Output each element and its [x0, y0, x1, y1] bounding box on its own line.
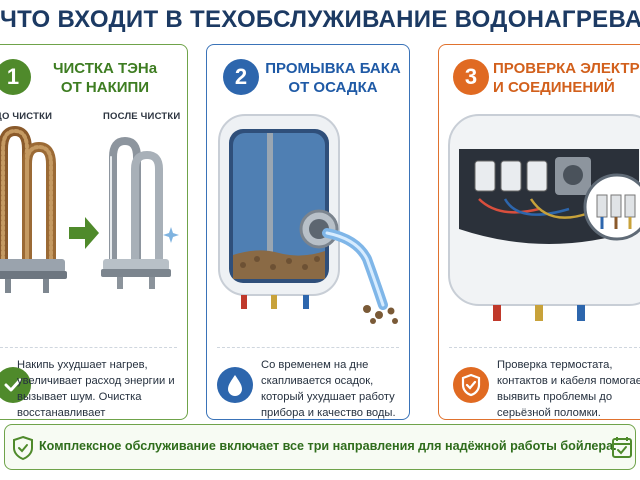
card-electrical-check: 3 ПРОВЕРКА ЭЛЕКТРИКИ И СОЕДИНЕНИЙ — [438, 44, 640, 420]
before-label: ДО ЧИСТКИ — [0, 111, 53, 122]
step-number: 1 — [0, 59, 31, 95]
sparkle-icon — [163, 227, 179, 243]
sediment — [233, 250, 325, 279]
shield-check-icon — [13, 435, 33, 461]
clean-flange — [103, 259, 169, 271]
page-title: ЧТО ВХОДИТ В ТЕХОБСЛУЖИВАНИЕ ВОДОНАГРЕВА… — [0, 6, 640, 33]
card-description: Проверка термостата, контактов и кабеля … — [497, 359, 640, 419]
card-header: 3 ПРОВЕРКА ЭЛЕКТРИКИ И СОЕДИНЕНИЙ — [439, 45, 640, 109]
cold-pipe — [303, 295, 309, 309]
arrow-icon — [69, 217, 99, 249]
card-footer: Со временем на дне скапливается осадок, … — [207, 353, 409, 419]
electrics-svg — [448, 114, 640, 321]
card-tank-flushing: 2 ПРОМЫВКА БАКА ОТ ОСАДКА Со временем на… — [206, 44, 410, 420]
card-heating-element-cleaning: 1 ЧИСТКА ТЭНа ОТ НАКИПИ ДО ЧИСТКИ ПОСЛЕ … — [0, 44, 188, 420]
hot-pipe — [241, 295, 247, 309]
summary-banner: Комплексное обслуживание включает все тр… — [4, 424, 636, 470]
card-footer: Проверка термостата, контактов и кабеля … — [439, 353, 640, 419]
water-drop-icon — [217, 367, 253, 403]
anode-rod — [267, 133, 273, 253]
calendar-check-icon — [612, 437, 632, 458]
shield-check-icon — [453, 367, 489, 403]
card-footer: Накипь ухудшает нагрев, увеличивает расх… — [0, 353, 187, 419]
clean-element — [109, 136, 163, 263]
card-title: ПРОВЕРКА ЭЛЕКТРИКИ И СОЕДИНЕНИЙ — [493, 60, 640, 96]
check-icon — [0, 367, 31, 403]
heating-elements-svg — [0, 125, 179, 293]
heater-element-illustration: ДО ЧИСТКИ ПОСЛЕ ЧИСТКИ — [0, 109, 187, 339]
step-number: 3 — [453, 59, 489, 95]
card-title: ПРОМЫВКА БАКА ОТ ОСАДКА — [265, 60, 401, 96]
dirty-element — [0, 125, 56, 264]
card-header: 2 ПРОМЫВКА БАКА ОТ ОСАДКА — [207, 45, 409, 109]
card-header: 1 ЧИСТКА ТЭНа ОТ НАКИПИ — [0, 45, 187, 109]
electrical-illustration — [439, 109, 640, 339]
tank-svg — [218, 114, 398, 324]
card-description: Накипь ухудшает нагрев, увеличивает расх… — [17, 359, 175, 419]
card-description: Со временем на дне скапливается осадок, … — [261, 359, 396, 419]
after-label: ПОСЛЕ ЧИСТКИ — [103, 111, 181, 122]
tank-flushing-illustration — [207, 109, 409, 339]
step-number: 2 — [223, 59, 259, 95]
banner-text: Комплексное обслуживание включает все тр… — [39, 439, 617, 453]
card-title: ЧИСТКА ТЭНа ОТ НАКИПИ — [52, 60, 158, 96]
dirty-flange — [0, 259, 65, 273]
